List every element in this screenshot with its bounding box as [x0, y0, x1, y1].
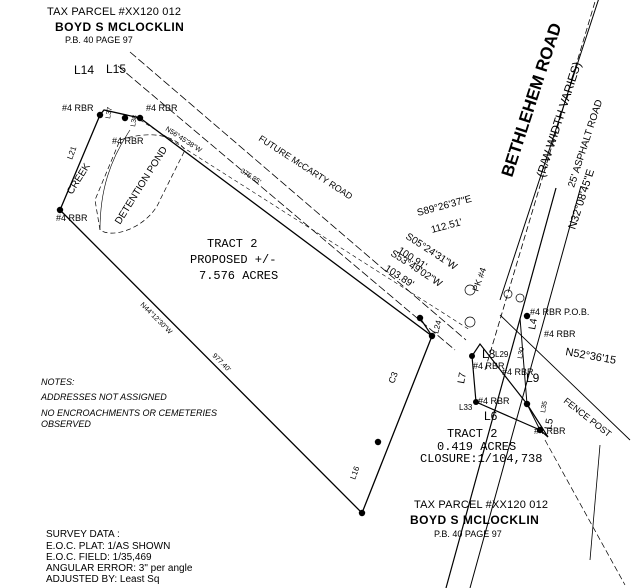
l37-svg: L37: [105, 107, 114, 120]
road-centerline: [484, 0, 596, 371]
small-tract-title: TRACT 2: [447, 427, 498, 441]
bearing-b6-svg: N52°36'15: [564, 346, 616, 367]
survey-heading: SURVEY DATA :: [46, 529, 120, 540]
pk-svg: PK #4: [470, 266, 488, 292]
rbr-marker-2: #4 RBR: [146, 103, 178, 113]
label-l14: L14: [74, 63, 95, 77]
top-tax-parcel: TAX PARCEL #XX120 012: [47, 6, 182, 18]
note-1: ADDRESSES NOT ASSIGNED: [41, 392, 167, 402]
l16-svg: L16: [348, 465, 361, 481]
label-l8: L8: [482, 347, 496, 361]
tract2-title: TRACT 2: [207, 237, 258, 251]
pond-svg: DETENTION POND: [113, 145, 170, 227]
label-l6: L6: [484, 409, 498, 423]
line-l5: [526, 403, 541, 431]
road-name-svg: BETHLEHEM ROAD: [498, 21, 566, 180]
bearing-b1-svg: S89°26'37"E: [416, 194, 473, 219]
rbr-marker-4: #4 RBR: [56, 213, 88, 223]
note-2: NO ENCROACHMENTS OR CEMETERIES: [41, 408, 218, 418]
line-l24: [419, 317, 433, 337]
top-book-page: P.B. 40 PAGE 97: [65, 35, 133, 45]
bearing-b5d-svg: 977.40': [211, 352, 232, 373]
survey-adjusted: ADJUSTED BY: Least Sq: [46, 574, 160, 585]
line-l4: [519, 317, 528, 405]
east-dashed: [544, 439, 626, 586]
notes-heading: NOTES:: [41, 377, 75, 387]
rbr-marker-5: #4 RBR: [544, 329, 576, 339]
l5-svg: L5: [543, 417, 556, 430]
l4-svg: L4: [527, 317, 540, 330]
rbr-pob-marker: #4 RBR P.O.B.: [530, 307, 590, 317]
survey-field: E.O.C. FIELD: 1/35,469: [46, 552, 152, 563]
survey-angular: ANGULAR ERROR: 3" per angle: [46, 563, 193, 574]
creek-svg: CREEK: [65, 161, 93, 196]
road-edge-west: [445, 187, 557, 588]
rbr-marker-7: #4 RBR: [502, 367, 534, 377]
note-3: OBSERVED: [41, 419, 91, 429]
rbr-marker-6: #4 RBR: [473, 361, 505, 371]
label-l29: L29: [495, 350, 509, 359]
tract2-acres: 7.576 ACRES: [199, 269, 279, 283]
rbr-marker-1: #4 RBR: [62, 103, 94, 113]
detention-pond-outline: [94, 134, 186, 234]
bearing-b1d-svg: 112.51': [430, 217, 464, 236]
l30-svg: L30: [517, 347, 526, 360]
road-edge-east: [499, 0, 599, 301]
label-l15: L15: [106, 62, 127, 76]
future-road-svg: FUTURE McCARTY ROAD: [257, 133, 355, 201]
top-owner: BOYD S MCLOCKLIN: [55, 20, 185, 34]
label-l33: L33: [459, 403, 473, 412]
future-road-inner: [139, 119, 471, 331]
east-line: [589, 444, 601, 561]
c3-svg: C3: [386, 370, 399, 384]
fence-post-svg: FENCE POST: [562, 396, 614, 440]
l21-svg: L21: [65, 145, 78, 161]
survey-plat: E.O.C. PLAT: 1/AS SHOWN: [46, 541, 171, 552]
monument-markers: [56, 111, 544, 517]
l35-svg: L35: [540, 401, 549, 414]
bottom-tax-parcel: TAX PARCEL #XX120 012: [414, 499, 549, 511]
rbr-marker-8: #4 RBR: [478, 396, 510, 406]
bottom-book-page: P.B. 40 PAGE 97: [434, 529, 502, 539]
tract2-proposed: PROPOSED +/-: [190, 253, 277, 267]
label-l9: L9: [526, 371, 540, 385]
utility-symbols: [464, 284, 525, 328]
rbr-marker-3: #4 RBR: [112, 136, 144, 146]
small-tract-acres: 0.419 ACRES: [437, 440, 517, 454]
future-road-south: [117, 65, 456, 351]
bearing-b4d-svg: 375.85': [239, 168, 262, 186]
bottom-owner: BOYD S MCLOCKLIN: [410, 513, 540, 527]
rbr-marker-9: #4 RBR: [534, 426, 566, 436]
l24-svg: L24: [431, 319, 443, 335]
future-road-north: [129, 51, 467, 341]
l38-svg: L38: [130, 115, 139, 128]
l7-svg: L7: [456, 371, 469, 384]
small-tract-closure: CLOSURE:1/104,738: [420, 452, 543, 466]
creek-line: [99, 129, 131, 231]
